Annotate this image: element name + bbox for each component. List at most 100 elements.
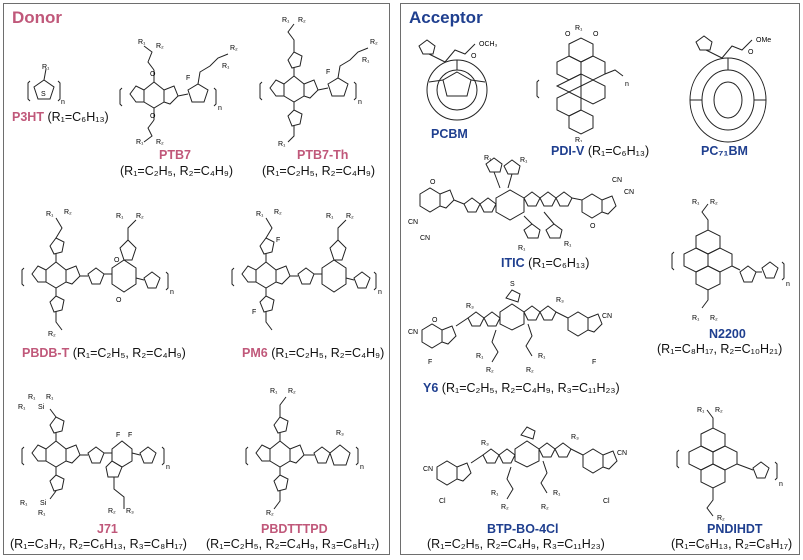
pdiv-r1a: R₁ (575, 25, 583, 32)
btp-r3a: R₃ (481, 440, 489, 447)
itic-cn1: CN (408, 219, 418, 226)
btp-cn1: CN (423, 466, 433, 473)
j71-r3: R₃ (126, 508, 134, 515)
pbdbt-n: n (170, 289, 174, 296)
btp-r2a: R₂ (501, 504, 509, 511)
itic-o2: O (590, 223, 596, 230)
pbdttpd-name: PBDTTTPD (261, 522, 328, 536)
j71-f2: F (128, 432, 132, 439)
btpbo4cl-sub: (R₁=C₂H₅, R₂=C₄H₉, R₃=C₁₁H₂₃) (427, 537, 605, 551)
btp-r1b: R₁ (553, 490, 561, 497)
itic-r1a: R₁ (484, 155, 492, 162)
pbdbt-r1c: R₁ (116, 213, 124, 220)
y6-s: S (510, 281, 515, 288)
btp-r2b: R₂ (541, 504, 549, 511)
ptb7-r1b: R₁ (136, 139, 144, 146)
n2200-r1b: R₁ (692, 315, 700, 322)
ptb7-name: PTB7 (159, 148, 191, 162)
y6-structure: S R₃ R₃ R₁ R₂ R₁ R₂ O CN CN F F (408, 281, 612, 374)
ptb7-n: n (218, 105, 222, 112)
y6-f2: F (592, 359, 596, 366)
pbdbt-sub: (R₁=C₂H₅, R₂=C₄H₉) (72, 346, 186, 360)
pdiv-name: PDI-V (551, 144, 585, 158)
ptb7-sub: (R₁=C₂H₅, R₂=C₄H₉) (120, 164, 234, 178)
pdiv-o1: O (565, 31, 571, 38)
itic-r1d: R₁ (564, 241, 572, 248)
itic-sub: (R₁=C₆H₁₃) (528, 256, 590, 270)
ptb7th-r1c: R₁ (362, 57, 370, 64)
itic-r1c: R₁ (518, 245, 526, 252)
pm6-f1: F (276, 237, 280, 244)
p3ht-sub: (R₁=C₆H₁₃) (47, 110, 109, 124)
acceptor-panel: Acceptor OCH₃ O PCBM O (400, 3, 800, 555)
pbdbt-r2a: R₂ (64, 209, 72, 216)
y6-r1b: R₁ (538, 353, 546, 360)
y6-r3b: R₃ (556, 297, 564, 304)
ptb7-r1c: R₁ (222, 63, 230, 70)
j71-sub: (R₁=C₃H₇, R₂=C₆H₁₃, R₃=C₈H₁₇) (10, 537, 187, 551)
n2200-r1a: R₁ (692, 199, 700, 206)
pcbm-och3: OCH₃ (479, 41, 498, 48)
j71-name: J71 (97, 522, 118, 536)
pc71bm-ome: OMe (756, 37, 771, 44)
pm6-name: PM6 (242, 346, 268, 360)
p3ht-n: n (61, 99, 65, 106)
donor-title: Donor (12, 8, 63, 27)
j71-r1d: R₁ (20, 500, 28, 507)
pdiv-n: n (625, 81, 629, 88)
pbdttpd-n: n (360, 464, 364, 471)
pm6-n: n (378, 289, 382, 296)
itic-cn2: CN (420, 235, 430, 242)
ptb7th-structure: R₁ R₂ F R₁ R₂ R₁ n (259, 17, 378, 147)
pcbm-structure: OCH₃ O (418, 39, 498, 121)
acceptor-title: Acceptor (409, 8, 483, 27)
btp-cl2: Cl (603, 498, 610, 505)
pbdbt-label: PBDB-T (R₁=C₂H₅, R₂=C₄H₉) (22, 346, 186, 360)
n2200-structure: R₁ R₂ R₁ R₂ n (671, 199, 790, 322)
itic-name: ITIC (501, 256, 525, 270)
j71-structure: Si R₁ R₁ R₁ Si R₁ R₁ F F R₂ R₃ n (18, 394, 170, 517)
pbdbt-r1a: R₁ (46, 211, 54, 218)
y6-name: Y6 (423, 381, 439, 395)
pndihdt-name: PNDIHDT (707, 522, 763, 536)
pdiv-o2: O (593, 31, 599, 38)
pdiv-r1b: R₁ (575, 137, 583, 142)
pndihdt-n: n (779, 481, 783, 488)
btpbo4cl-structure: R₃ R₃ R₁ R₂ R₁ R₂ CN CN Cl Cl (423, 426, 627, 511)
btp-r1a: R₁ (491, 490, 499, 497)
j71-n: n (166, 464, 170, 471)
p3ht-r1: R₁ (42, 64, 50, 71)
j71-r1e: R₁ (38, 510, 46, 517)
ptb7-r2a: R₂ (156, 43, 164, 50)
n2200-n: n (786, 281, 790, 288)
pbdttpd-structure: R₁ R₂ R₃ R₂ n (245, 388, 364, 517)
pbdbt-o1: O (114, 257, 120, 264)
ptb7th-r2c: R₂ (370, 39, 378, 46)
p3ht-name: P3HT (12, 110, 44, 124)
ptb7-structure: O O F R₁ R₂ R₁ R₂ R₁ R₂ n (119, 39, 238, 146)
itic-o1: O (430, 179, 436, 186)
ptb7th-r2a: R₂ (298, 17, 306, 24)
ptb7-r1a: R₁ (138, 39, 146, 46)
y6-label: Y6 (R₁=C₂H₅, R₂=C₄H₉, R₃=C₁₁H₂₃) (423, 381, 620, 395)
ptb7-o2: O (150, 113, 156, 120)
btpbo4cl-name: BTP-BO-4Cl (487, 522, 559, 536)
j71-f1: F (116, 432, 120, 439)
n2200-r2a: R₂ (710, 199, 718, 206)
pbdttpd-r2b: R₂ (266, 510, 274, 517)
pdiv-structure: O O R₁ R₁ n (536, 25, 629, 142)
y6-cn2: CN (602, 313, 612, 320)
pc71bm-structure: OMe O (689, 35, 771, 143)
pndihdt-sub: (R₁=C₆H₁₃, R₂=C₈H₁₇) (671, 537, 793, 551)
pm6-r1c: R₁ (326, 213, 334, 220)
j71-si1: Si (38, 404, 45, 411)
y6-r1a: R₁ (476, 353, 484, 360)
pbdbt-r2c: R₂ (136, 213, 144, 220)
btp-cn2: CN (617, 450, 627, 457)
ptb7th-r1a: R₁ (282, 17, 290, 24)
j71-r1b: R₁ (28, 394, 36, 401)
ptb7th-name: PTB7-Th (297, 148, 349, 162)
ptb7th-sub: (R₁=C₂H₅, R₂=C₄H₉) (262, 164, 376, 178)
ptb7th-n: n (358, 99, 362, 106)
pbdbt-r2b: R₂ (48, 331, 56, 338)
